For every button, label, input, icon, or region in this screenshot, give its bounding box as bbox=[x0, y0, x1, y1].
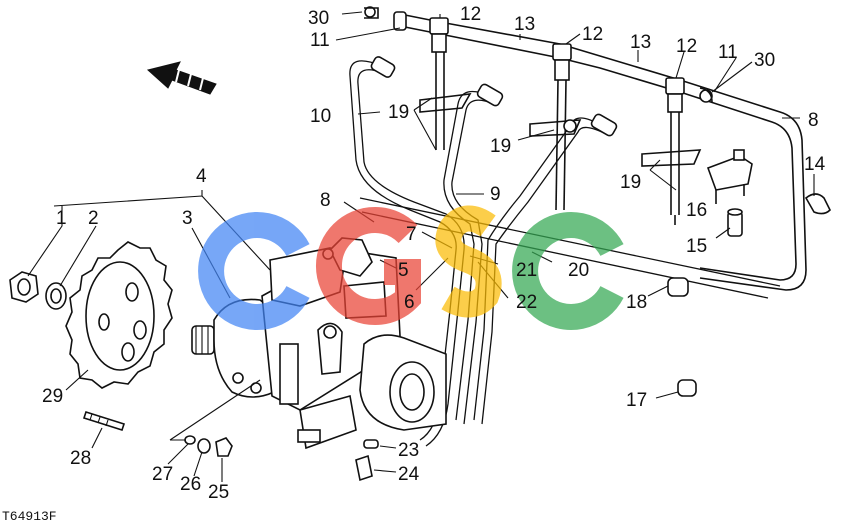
callout-30-top: 30 bbox=[308, 8, 329, 29]
callout-14: 14 bbox=[804, 154, 826, 175]
callout-30-right: 30 bbox=[754, 50, 775, 71]
injector-nozzles bbox=[429, 17, 685, 225]
small-parts bbox=[667, 149, 831, 397]
callout-22: 22 bbox=[516, 292, 537, 313]
callout-6: 6 bbox=[404, 292, 415, 313]
callout-labels: 30 11 12 13 12 13 12 11 30 8 10 19 19 19… bbox=[42, 4, 826, 503]
callout-28: 28 bbox=[70, 448, 91, 469]
callout-19-right: 19 bbox=[620, 172, 641, 193]
callout-13-first: 13 bbox=[514, 14, 535, 35]
callout-8-left: 8 bbox=[320, 190, 331, 211]
callout-4: 4 bbox=[196, 166, 207, 187]
leak-off-rail bbox=[393, 11, 807, 291]
callout-9: 9 bbox=[490, 184, 501, 205]
callout-7: 7 bbox=[406, 224, 417, 245]
hardware bbox=[82, 379, 379, 482]
callout-24: 24 bbox=[398, 464, 420, 485]
callout-12-first: 12 bbox=[460, 4, 481, 25]
callout-16: 16 bbox=[686, 200, 707, 221]
callout-29: 29 bbox=[42, 386, 63, 407]
drive-gear bbox=[65, 241, 173, 389]
callout-12-third: 12 bbox=[676, 36, 697, 57]
callout-13-second: 13 bbox=[630, 32, 651, 53]
callout-19-middle: 19 bbox=[490, 136, 511, 157]
callout-20: 20 bbox=[568, 260, 589, 281]
callout-17: 17 bbox=[626, 390, 647, 411]
cgsc-watermark bbox=[198, 205, 624, 330]
clamps bbox=[364, 6, 713, 103]
callout-10: 10 bbox=[310, 106, 331, 127]
callout-11-top: 11 bbox=[310, 30, 330, 51]
callout-25: 25 bbox=[208, 482, 229, 503]
callout-15: 15 bbox=[686, 236, 707, 257]
callout-3: 3 bbox=[182, 208, 193, 229]
line-brackets bbox=[419, 93, 702, 167]
callout-1: 1 bbox=[56, 208, 67, 229]
direction-arrow-icon bbox=[146, 61, 217, 95]
figure-code: T64913F bbox=[2, 509, 57, 523]
callout-8-right: 8 bbox=[808, 110, 819, 131]
callout-26: 26 bbox=[180, 474, 201, 495]
callout-5: 5 bbox=[398, 260, 409, 281]
callout-27: 27 bbox=[152, 464, 173, 485]
callout-11-right: 11 bbox=[718, 42, 738, 63]
callout-12-second: 12 bbox=[582, 24, 603, 45]
callout-21: 21 bbox=[516, 260, 537, 281]
nut-and-washer bbox=[9, 271, 67, 310]
callout-23: 23 bbox=[398, 440, 419, 461]
callout-2: 2 bbox=[88, 208, 99, 229]
callout-18: 18 bbox=[626, 292, 647, 313]
callout-19-left: 19 bbox=[388, 102, 409, 123]
